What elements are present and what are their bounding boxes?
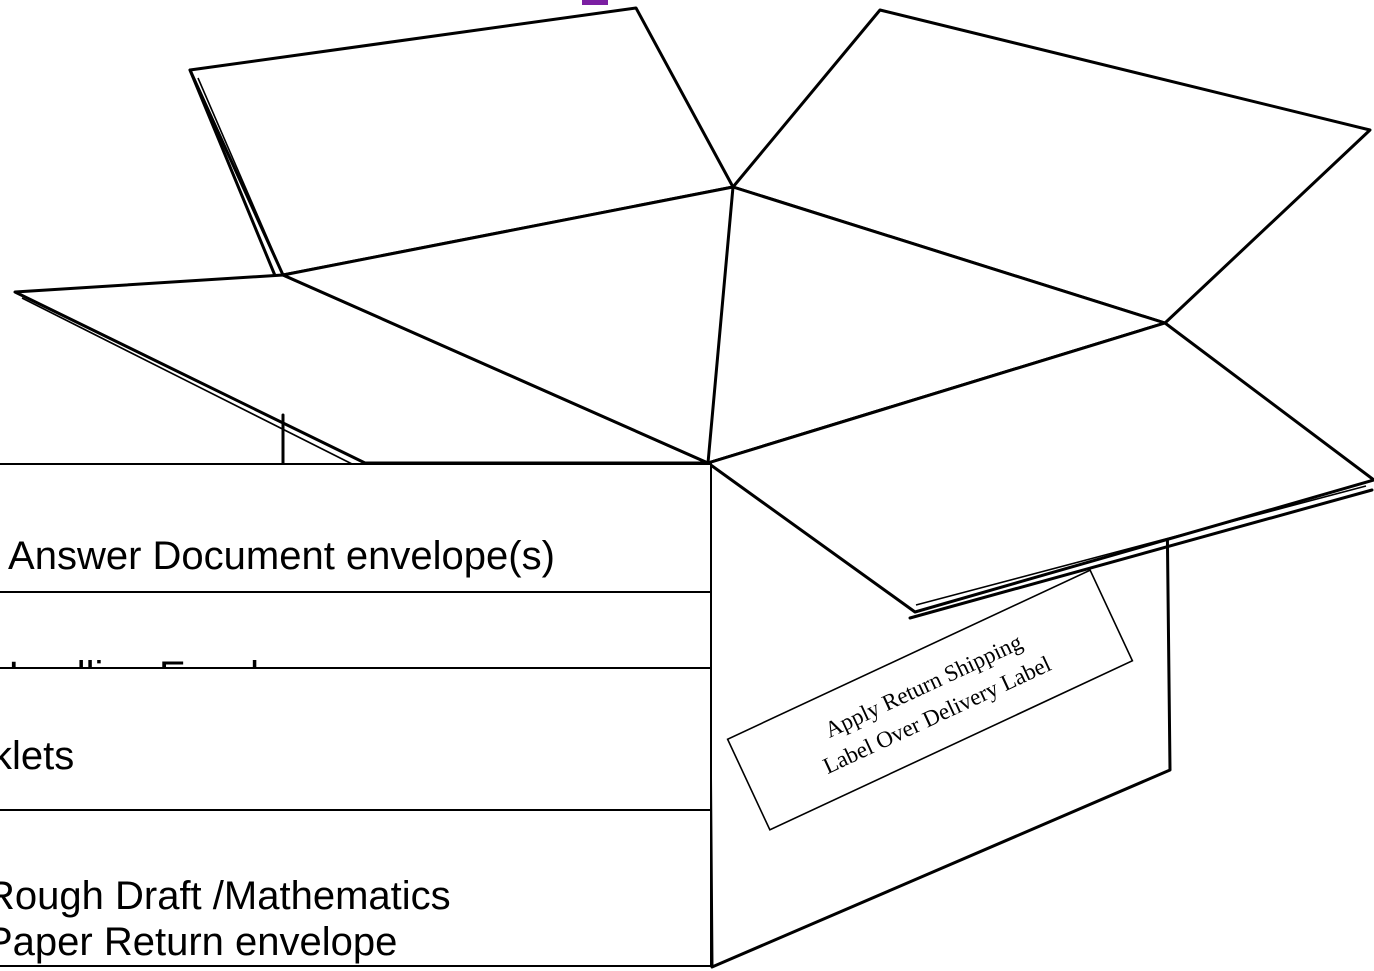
layer-label: f Answer Document envelope(s) [0, 534, 555, 578]
layer-answer-document-envelopes: f Answer Document envelope(s) [0, 465, 710, 593]
title-fragment [582, 0, 608, 5]
front-right-flap [706, 321, 1374, 620]
layer-booklets: klets [0, 667, 710, 811]
box-contents-list: f Answer Document envelope(s) Handling E… [0, 463, 712, 967]
layer-rough-draft-envelope: Rough Draft /Mathematics Paper Return en… [0, 809, 710, 967]
layer-label: klets [0, 734, 75, 778]
layer-label: Handling Envelope [0, 653, 710, 669]
layer-handling-envelope: Handling Envelope [0, 591, 710, 669]
layer-label: Rough Draft /Mathematics Paper Return en… [0, 874, 451, 964]
